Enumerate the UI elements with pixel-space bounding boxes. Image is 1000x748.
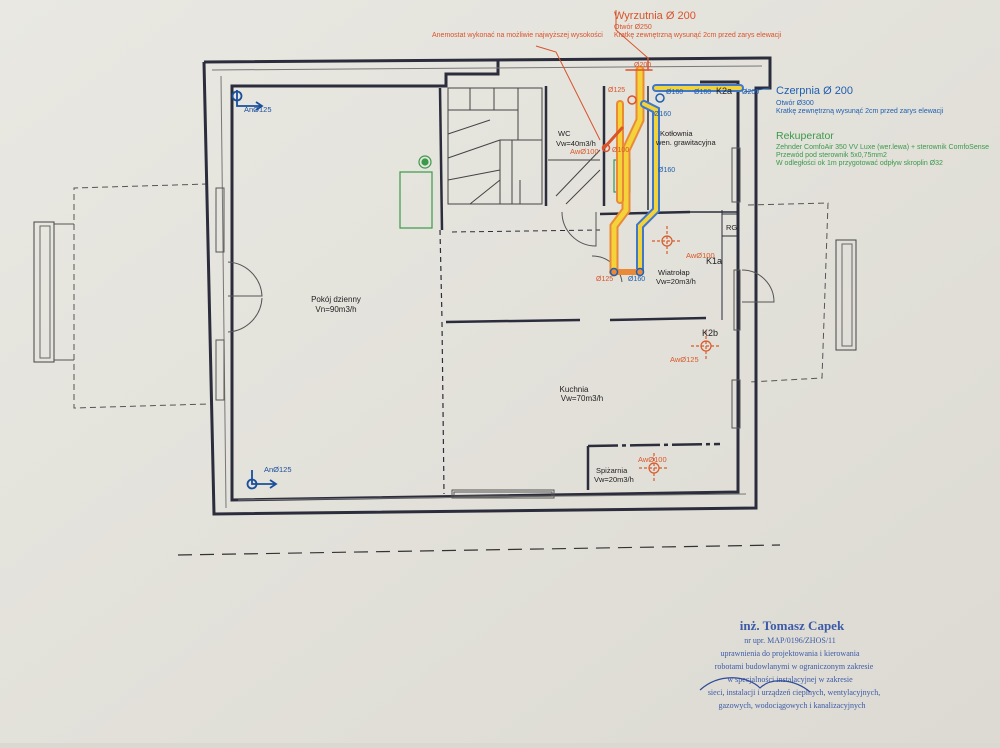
room-pantry-flow: Vw=20m3/h bbox=[594, 475, 634, 484]
stamp-line-4: sieci, instalacji i urządzeń cieplnych, … bbox=[708, 688, 880, 697]
room-pantry-name: Spiżarnia bbox=[596, 466, 628, 475]
stamp-line-1: uprawnienia do projektowania i kierowani… bbox=[720, 649, 860, 658]
note-anemostat: Anemostat wykonać na możliwie najwyższej… bbox=[432, 32, 603, 39]
label-living-top-diffuser: AnØ125 bbox=[244, 105, 272, 114]
recuperator-line-1: Zehnder ComfoAir 350 VV Luxe (wer.lewa) … bbox=[776, 144, 989, 151]
room-vestibule-flow: Vw=20m3/h bbox=[656, 277, 696, 286]
duct-label-d100-wc: Ø100 bbox=[612, 147, 629, 154]
recuperator-line-3: W odległości ok 1m przygotować odpływ sk… bbox=[776, 160, 943, 167]
recuperator-title: Rekuperator bbox=[776, 130, 834, 142]
duct-label-d125-top: Ø125 bbox=[608, 87, 625, 94]
room-kitchen-name: Kuchnia bbox=[560, 385, 589, 394]
right-bay-outline bbox=[747, 202, 857, 383]
label-vestibule-diffuser: AwØ100 bbox=[686, 251, 715, 260]
section-line bbox=[177, 544, 781, 556]
room-kitchen-flow: Vw=70m3/h bbox=[561, 394, 603, 403]
room-vestibule-name: Wiatrołap bbox=[658, 268, 690, 277]
room-living-name: Pokój dzienny bbox=[311, 295, 361, 304]
room-boiler-name: Kotłownia bbox=[660, 129, 693, 138]
room-living-flow: Vn=90m3/h bbox=[315, 305, 356, 314]
stamp-line-5: gazowych, wodociągowych i kanalizacyjnyc… bbox=[718, 701, 865, 710]
duct-label-d160-b: Ø160 bbox=[694, 89, 711, 96]
extract-diffuser-pantry bbox=[639, 453, 669, 483]
label-living-bottom-diffuser: AnØ125 bbox=[264, 465, 292, 474]
stamp-license: nr upr. MAP/0196/ZHOS/11 bbox=[744, 636, 836, 645]
supply-diffuser-living-top bbox=[231, 90, 264, 111]
duct-network bbox=[601, 57, 744, 277]
marker-k2a: K2a bbox=[716, 86, 732, 96]
staircase bbox=[447, 87, 601, 205]
signature-scribble bbox=[699, 677, 811, 693]
recuperator-line-2: Przewód pod sterownik 5x0,75mm2 bbox=[776, 152, 887, 159]
room-wc-name: WC bbox=[558, 129, 571, 138]
intake-line-2: Kratkę zewnętrzną wysunąć 2cm przed zary… bbox=[776, 108, 944, 115]
label-kitchen-diffuser: AwØ125 bbox=[670, 355, 699, 364]
duct-label-d160-bottom: Ø160 bbox=[628, 276, 645, 283]
stamp-name: inż. Tomasz Capek bbox=[740, 618, 845, 633]
duct-label-d160-mid: Ø160 bbox=[654, 111, 671, 118]
extract-diffuser-vestibule bbox=[652, 226, 682, 256]
marker-k1a: K1a bbox=[706, 256, 722, 266]
room-boiler-sub: wen. grawitacyjna bbox=[655, 138, 716, 147]
intake-title: Czerpnia Ø 200 bbox=[776, 85, 853, 97]
label-pantry-diffuser: AwØ100 bbox=[638, 455, 667, 464]
supply-diffuser-living-bottom bbox=[246, 470, 278, 490]
left-bay-outline bbox=[33, 183, 209, 409]
exhaust-line-2: Kratkę zewnętrzną wysunąć 2cm przed zary… bbox=[614, 32, 782, 39]
duct-label-d200-right: Ø200 bbox=[742, 89, 759, 96]
interior-walls bbox=[438, 86, 739, 495]
room-wc-flow: Vw=40m3/h bbox=[556, 139, 596, 148]
label-wc-diffuser: AwØ100 bbox=[570, 147, 599, 156]
stamp-line-2: robotami budowlanymi w ograniczonym zakr… bbox=[715, 662, 874, 671]
extract-diffuser-kitchen bbox=[691, 331, 721, 361]
stamp-line-3: w specjalności instalacyjnej w zakresie bbox=[727, 675, 853, 684]
exhaust-title: Wyrzutnia Ø 200 bbox=[614, 10, 696, 22]
duct-label-d160-right: Ø160 bbox=[658, 167, 675, 174]
marker-rg: RG bbox=[726, 223, 737, 232]
intake-line-1: Otwór Ø300 bbox=[776, 100, 814, 107]
duct-label-d160-a: Ø160 bbox=[666, 89, 683, 96]
engineer-stamp: inż. Tomasz Capek nr upr. MAP/0196/ZHOS/… bbox=[708, 618, 880, 710]
exhaust-line-1: Otwór Ø250 bbox=[614, 24, 652, 31]
marker-k2b: K2b bbox=[702, 328, 718, 338]
duct-label-d125-bottom: Ø125 bbox=[596, 276, 613, 283]
annotation-leaders bbox=[535, 10, 771, 141]
duct-label-d200-top: Ø200 bbox=[634, 62, 651, 69]
